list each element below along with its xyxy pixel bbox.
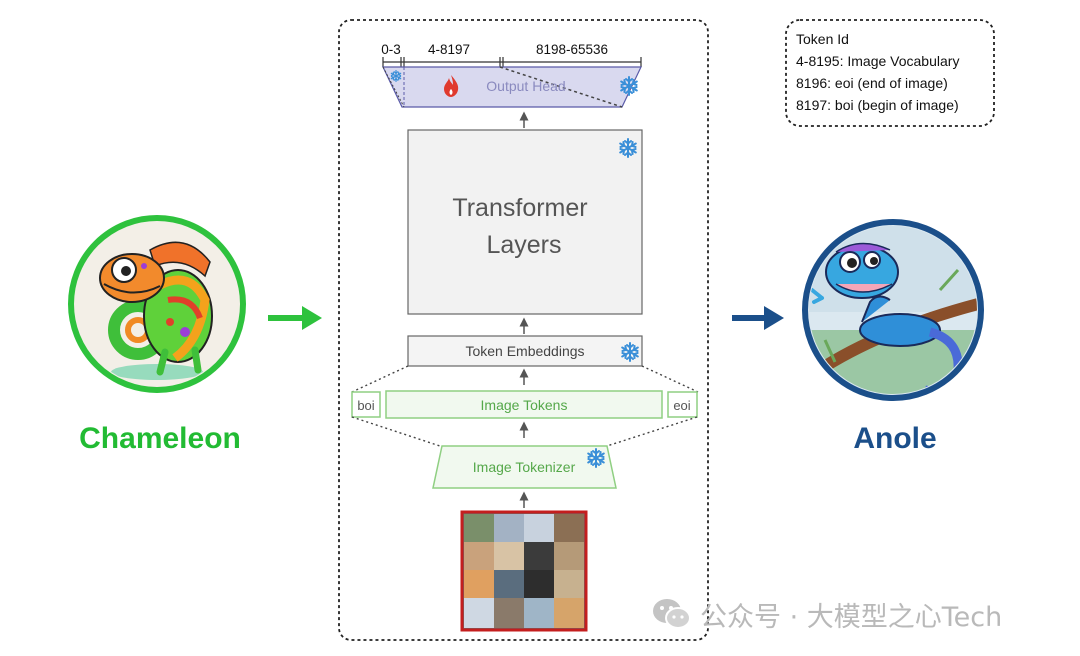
token-embeddings-label: Token Embeddings xyxy=(465,343,584,359)
chameleon-logo xyxy=(68,215,246,393)
range-label-0: 0-3 xyxy=(381,42,401,57)
anole-logo xyxy=(802,219,984,401)
boi-token xyxy=(351,391,381,418)
token-id-box xyxy=(785,19,995,127)
boi-label: boi xyxy=(357,398,374,413)
eoi-label: eoi xyxy=(673,398,690,413)
token-id-title: Token Id xyxy=(796,31,849,47)
output-head xyxy=(382,66,642,108)
image-tokens-label: Image Tokens xyxy=(481,397,568,413)
eoi-token xyxy=(667,391,698,418)
token-id-line: 4-8195: Image Vocabulary xyxy=(796,53,959,69)
tokenizer-connectors xyxy=(351,416,698,447)
range-brackets xyxy=(382,57,642,67)
image-tokenizer-label: Image Tokenizer xyxy=(473,459,576,475)
wechat-icon xyxy=(653,599,691,629)
image-tokenizer-block xyxy=(432,445,617,489)
green-arrow xyxy=(268,306,322,330)
watermark: 公众号 · 大模型之心Tech xyxy=(652,596,1003,633)
token-id-line: 8197: boi (begin of image) xyxy=(796,97,959,113)
center-dotted-frame xyxy=(338,19,709,641)
range-label-1: 4-8197 xyxy=(428,42,470,57)
output-head-label: Output Head xyxy=(486,78,565,94)
input-image-mosaic xyxy=(460,510,588,632)
transformer-layers-block xyxy=(407,129,643,315)
token-embeddings-block xyxy=(407,335,643,367)
transformer-label-line1: Transformer xyxy=(452,194,587,222)
transformer-label-line2: Layers xyxy=(486,231,561,259)
watermark-text: 公众号 · 大模型之心Tech xyxy=(700,601,1003,633)
chameleon-label: Chameleon xyxy=(79,422,241,455)
embedding-connectors xyxy=(351,365,699,393)
range-label-2: 8198-65536 xyxy=(536,42,608,57)
blue-arrow xyxy=(732,306,784,330)
image-tokens-block xyxy=(385,390,663,419)
anole-label: Anole xyxy=(853,422,936,455)
flame-icon xyxy=(444,75,459,97)
token-id-line: 8196: eoi (end of image) xyxy=(796,75,948,91)
